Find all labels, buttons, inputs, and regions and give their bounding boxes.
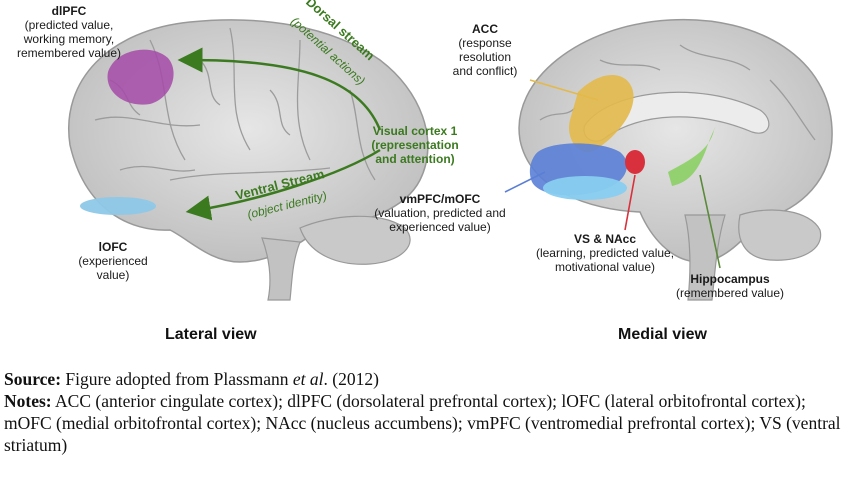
source-text: Figure adopted from Plassmann xyxy=(61,369,293,389)
notes-text: ACC (anterior cingulate cortex); dlPFC (… xyxy=(4,391,841,455)
dlpfc-desc-2: working memory, xyxy=(23,32,115,46)
lofc-desc-1: (experienced xyxy=(78,254,148,268)
lofc-label: lOFC (experienced value) xyxy=(58,240,168,282)
vmpfc-label: vmPFC/mOFC (valuation, predicted and exp… xyxy=(355,192,525,234)
vmpfc-desc-1: (valuation, predicted and xyxy=(374,206,506,220)
source-end: . (2012) xyxy=(323,369,379,389)
dlpfc-label: dlPFC (predicted value, working memory, … xyxy=(2,4,136,60)
acc-title: ACC xyxy=(472,22,498,36)
vs-nacc-desc-1: (learning, predicted value, xyxy=(535,246,675,260)
source-italic: et al xyxy=(292,369,324,389)
acc-desc-3: and conflict) xyxy=(452,64,518,78)
notes-label: Notes: xyxy=(4,391,52,411)
medial-view-label: Medial view xyxy=(618,326,707,343)
hippocampus-label: Hippocampus (remembered value) xyxy=(655,272,805,300)
vmpfc-title: vmPFC/mOFC xyxy=(399,192,481,206)
hippocampus-desc-1: (remembered value) xyxy=(675,286,785,300)
source-line: Source: Figure adopted from Plassmann et… xyxy=(4,368,846,390)
visual-cortex-label: Visual cortex 1 (representation and atte… xyxy=(355,124,475,166)
lofc-desc-2: value) xyxy=(96,268,130,282)
brain-figure: dlPFC (predicted value, working memory, … xyxy=(2,0,833,343)
lateral-view-label: Lateral view xyxy=(165,326,257,343)
acc-desc-1: (response xyxy=(458,36,512,50)
source-label: Source: xyxy=(4,369,62,389)
figure-caption: Source: Figure adopted from Plassmann et… xyxy=(4,368,846,456)
dlpfc-title: dlPFC xyxy=(51,4,87,18)
vs-nacc-label: VS & NAcc (learning, predicted value, mo… xyxy=(515,232,695,274)
brain-illustration xyxy=(68,18,833,301)
acc-label: ACC (response resolution and conflict) xyxy=(430,22,540,78)
lofc-title: lOFC xyxy=(98,240,128,254)
visual-cortex-desc-1: (representation xyxy=(371,138,459,152)
lateral-brain xyxy=(68,19,429,301)
visual-cortex-desc-2: and attention) xyxy=(375,152,455,166)
visual-cortex-title: Visual cortex 1 xyxy=(372,124,458,138)
vs-nacc-desc-2: motivational value) xyxy=(554,260,656,274)
acc-desc-2: resolution xyxy=(458,50,512,64)
vs-nacc-title: VS & NAcc xyxy=(573,232,637,246)
vmpfc-desc-2: experienced value) xyxy=(389,220,491,234)
notes-line: Notes: ACC (anterior cingulate cortex); … xyxy=(4,390,846,456)
dlpfc-desc-1: (predicted value, xyxy=(24,18,114,32)
medial-brain xyxy=(504,18,833,301)
dlpfc-desc-3: remembered value) xyxy=(16,46,122,60)
hippocampus-title: Hippocampus xyxy=(690,272,770,286)
